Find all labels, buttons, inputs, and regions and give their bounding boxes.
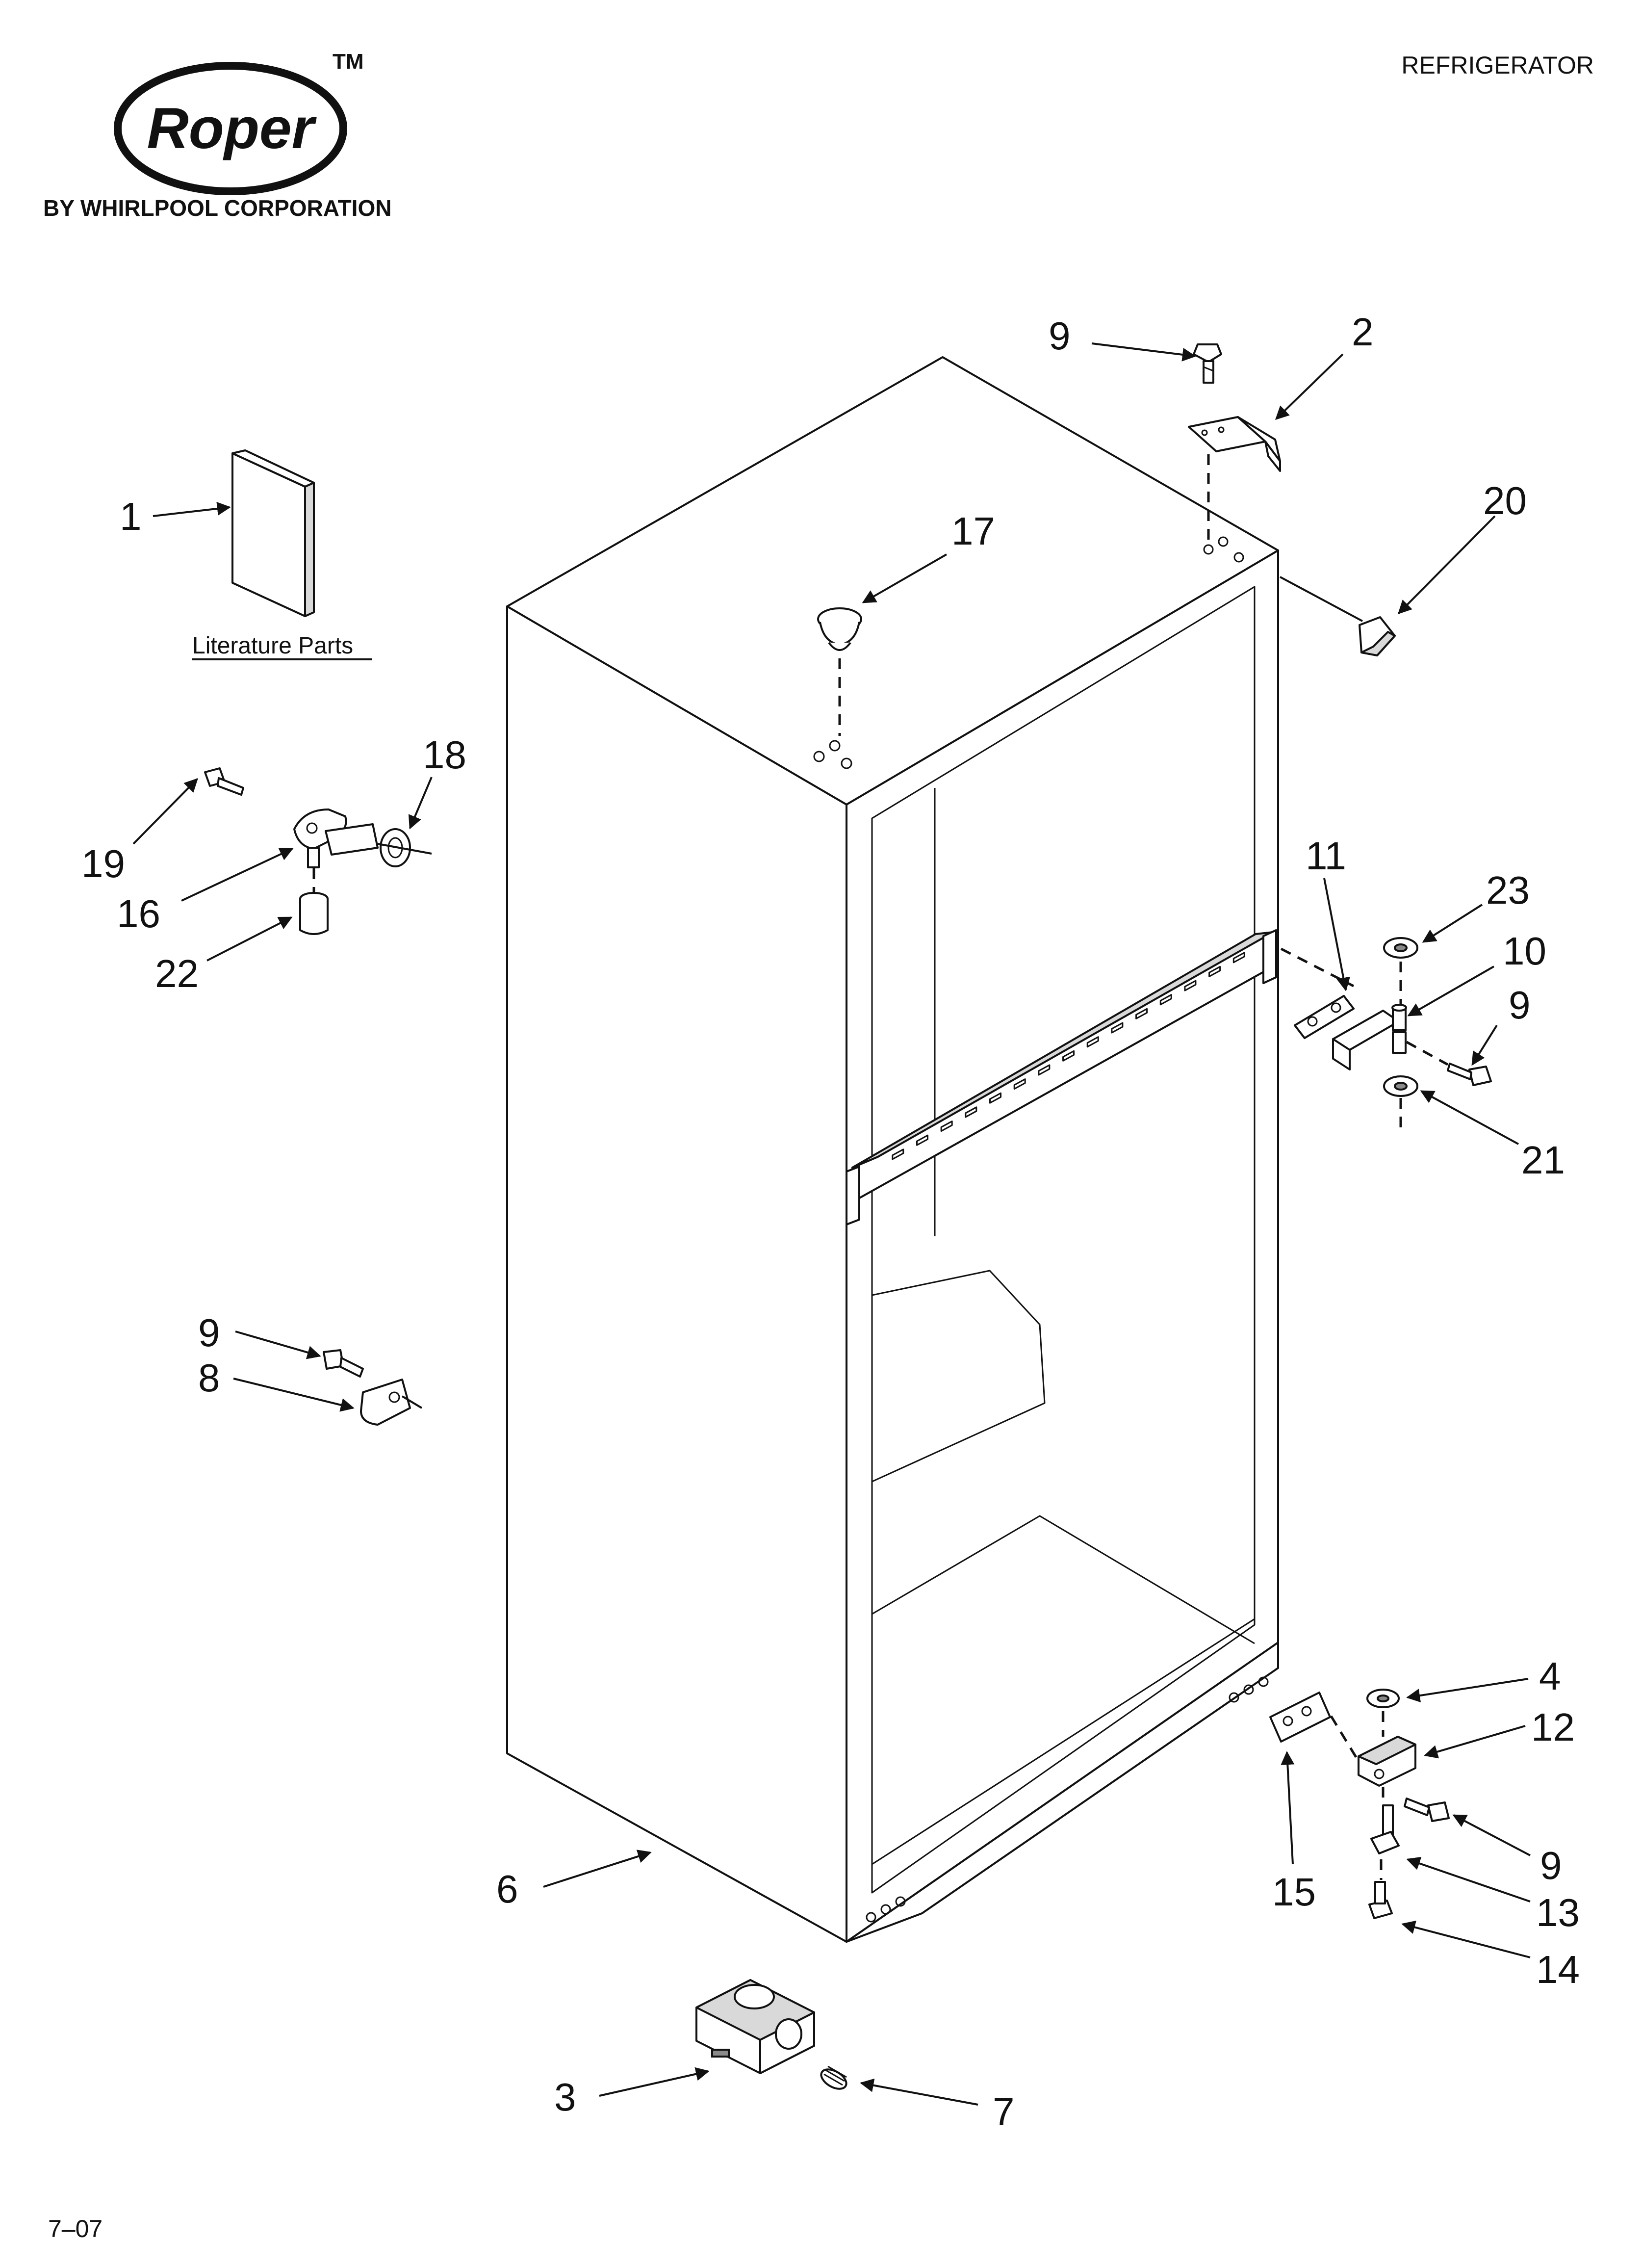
top-plug — [817, 607, 862, 651]
callout-9-hinge: 9 — [1509, 983, 1531, 1027]
callout-numbers: 1 9 2 20 17 18 19 16 22 11 23 10 9 21 9 … — [81, 310, 1580, 2134]
cap-link-line — [1280, 576, 1363, 622]
top-hinge-screw — [1193, 343, 1222, 384]
divider-slot — [1135, 1008, 1148, 1019]
callout-22: 22 — [155, 952, 199, 995]
callout-19: 19 — [81, 842, 125, 886]
door-clip-screw — [323, 1349, 364, 1378]
callout-11: 11 — [1306, 834, 1346, 878]
top-hinge-bracket — [1188, 416, 1281, 472]
divider-slot — [892, 1148, 904, 1160]
divider-slot — [1232, 952, 1245, 964]
roller-assembly — [695, 1979, 815, 2074]
leader-lines — [132, 342, 1531, 2106]
divider-slot — [1111, 1022, 1124, 1034]
callout-14: 14 — [1536, 1948, 1580, 1991]
callout-10: 10 — [1503, 929, 1546, 973]
door-clip — [360, 1379, 423, 1426]
door-stop-screw — [204, 767, 244, 796]
callout-15: 15 — [1272, 1870, 1316, 1914]
hinge-cap — [1359, 616, 1396, 656]
door-stop-bracket — [293, 808, 379, 868]
roper-logo: Roper TM — [114, 50, 364, 195]
revision-code: 7–07 — [48, 2215, 103, 2242]
divider-slot — [989, 1092, 1002, 1104]
divider-slot — [1013, 1078, 1026, 1090]
divider-slot — [1159, 994, 1172, 1006]
bottom-guide-1 — [1330, 1715, 1360, 1762]
callout-21: 21 — [1521, 1138, 1565, 1182]
center-hinge-screw — [1447, 1063, 1492, 1086]
divider-slot — [916, 1134, 928, 1146]
center-hinge-plate — [1294, 995, 1355, 1039]
divider-slot — [1086, 1036, 1099, 1048]
divider-slot — [1038, 1064, 1051, 1076]
callout-9-top: 9 — [1049, 314, 1071, 358]
callout-8: 8 — [198, 1356, 220, 1400]
callout-4: 4 — [1539, 1654, 1561, 1698]
callout-1: 1 — [120, 495, 142, 538]
bottom-hinge-screw — [1404, 1798, 1450, 1822]
callout-3: 3 — [554, 2075, 576, 2119]
bottom-hinge — [1358, 1736, 1416, 1787]
callout-2: 2 — [1352, 310, 1374, 354]
callout-23: 23 — [1486, 868, 1530, 912]
brand-byline: BY WHIRLPOOL CORPORATION — [43, 195, 391, 221]
hinge-washer-top — [1383, 937, 1418, 959]
callout-9-bottom: 9 — [1540, 1844, 1562, 1887]
stop-axis-line — [377, 843, 432, 855]
callout-18: 18 — [423, 733, 466, 777]
door-stop-bushing — [299, 892, 329, 935]
mullion-divider-bar — [846, 929, 1277, 1225]
callout-13: 13 — [1536, 1891, 1580, 1934]
callout-16: 16 — [117, 892, 160, 936]
hinge-guide-1 — [1280, 947, 1355, 988]
hinge-guide-2 — [1406, 1041, 1449, 1066]
roller-spring — [820, 2065, 847, 2090]
callout-20: 20 — [1483, 479, 1527, 522]
divider-slot — [1062, 1050, 1075, 1062]
center-hinge — [1332, 1004, 1407, 1070]
literature-parts-label: Literature Parts — [192, 633, 353, 659]
bottom-hinge-pin — [1370, 1804, 1400, 1854]
callout-12: 12 — [1531, 1705, 1575, 1749]
callout-7: 7 — [993, 2090, 1015, 2134]
divider-slots — [892, 952, 1245, 1160]
divider-slot — [940, 1121, 953, 1132]
literature-booklet — [231, 449, 315, 617]
callout-6: 6 — [496, 1867, 518, 1911]
refrigerator-cabinet — [506, 356, 1279, 1943]
logo-wordmark: Roper — [147, 96, 317, 161]
divider-slot — [965, 1106, 977, 1118]
leveling-screw — [1368, 1881, 1393, 1919]
bottom-hinge-washer — [1366, 1689, 1400, 1708]
page-title: REFRIGERATOR — [1401, 52, 1594, 79]
callout-17: 17 — [951, 509, 995, 553]
trademark-mark: TM — [333, 50, 364, 74]
callout-9-left: 9 — [198, 1311, 220, 1355]
divider-slot — [1184, 980, 1197, 991]
bottom-hinge-shim — [1269, 1692, 1331, 1743]
hinge-washer-bottom — [1383, 1075, 1418, 1097]
divider-slot — [1208, 965, 1221, 977]
